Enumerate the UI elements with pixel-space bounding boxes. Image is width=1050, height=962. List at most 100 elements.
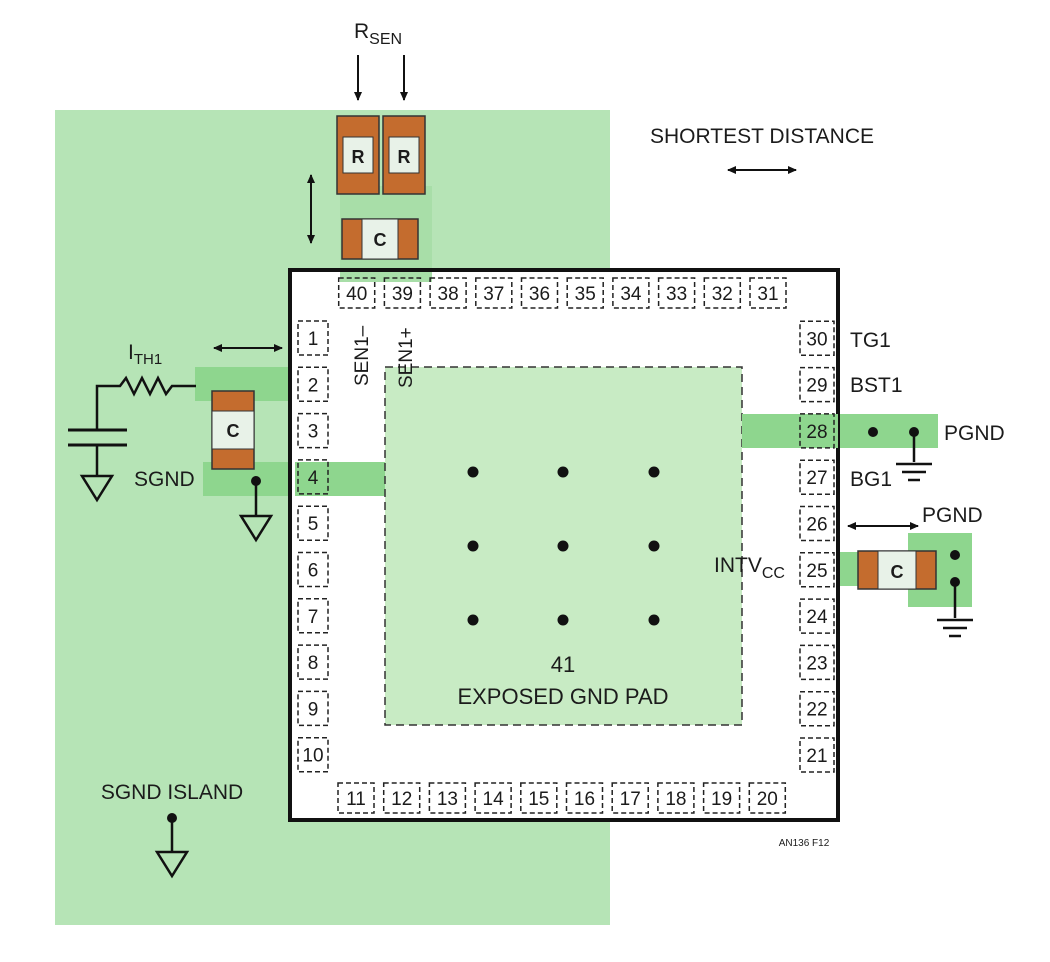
tg1-label: TG1: [850, 329, 891, 352]
pin-number: 40: [346, 284, 367, 305]
shortest-distance-label: SHORTEST DISTANCE: [650, 125, 874, 148]
intvcc-label: INTVCC: [714, 554, 785, 582]
resistor-label: R: [352, 147, 365, 167]
vias: [467, 466, 660, 626]
sgnd-label: SGND: [134, 468, 195, 491]
pin-number: 10: [302, 746, 323, 767]
pin-outline: [799, 552, 835, 588]
pin-outline: [429, 277, 467, 309]
pin: 34: [612, 277, 650, 309]
pin-number: 21: [806, 746, 827, 767]
pin: 35: [566, 277, 604, 309]
pin: 8: [297, 644, 329, 680]
pin-outline: [337, 782, 375, 814]
pin-outline: [428, 782, 467, 814]
pin: 40: [337, 277, 376, 309]
pin: 36: [520, 277, 559, 309]
pin-number: 23: [806, 653, 827, 674]
sen-minus-label: SEN1–: [352, 325, 373, 386]
pin: 10: [297, 736, 329, 773]
capacitor-label: C: [374, 230, 387, 250]
pin: 33: [657, 277, 696, 309]
pin: 7: [297, 598, 329, 634]
intvcc-capacitor: C: [857, 550, 937, 590]
pin-number: 18: [665, 789, 686, 810]
pin: 20: [748, 782, 787, 814]
via: [557, 614, 569, 626]
pin-number: 7: [308, 607, 319, 628]
pin-outline: [749, 277, 787, 309]
pin-number: 32: [712, 284, 733, 305]
pgnd-bottom-label: PGND: [922, 504, 983, 527]
ith-capacitor-symbol: [68, 428, 127, 476]
pin-outline: [799, 320, 835, 357]
pin-number: 11: [346, 789, 366, 810]
via: [467, 466, 479, 478]
sen-plus-label: SEN1+: [396, 327, 417, 388]
pin-outline: [565, 782, 604, 814]
pin-number: 8: [308, 653, 319, 674]
pin: 3: [297, 412, 329, 449]
pin: 26: [799, 505, 835, 542]
pin: 27: [799, 459, 835, 495]
pin-number: 35: [575, 284, 596, 305]
ground-icon: [79, 474, 115, 503]
pin: 5: [297, 505, 329, 541]
pin-number: 12: [391, 789, 412, 810]
pin-number: 27: [806, 468, 827, 489]
pin-number: 29: [806, 376, 827, 397]
ground-icon: [238, 514, 274, 543]
pin-outline: [657, 277, 696, 309]
pin-outline: [382, 782, 421, 814]
pin-number: 2: [308, 375, 319, 396]
pin-number: 16: [574, 789, 595, 810]
pin: 25: [799, 552, 835, 588]
pin-number: 31: [757, 284, 778, 305]
pin: 1: [297, 320, 329, 356]
sense-trace-inner: [340, 272, 432, 282]
pin: 13: [428, 782, 467, 814]
pin-number: 38: [438, 284, 459, 305]
via: [557, 466, 569, 478]
capacitor-label: C: [891, 562, 904, 582]
pin-number: 14: [483, 789, 505, 810]
pin-outline: [748, 782, 787, 814]
pgnd-top-label: PGND: [944, 422, 1005, 445]
pin-outline: [799, 690, 835, 727]
pin: 28: [799, 413, 835, 449]
pins-left: 1 2 3 4 5 6 7 8 9 10: [297, 320, 329, 773]
pin-outline: [475, 277, 513, 309]
pin-number: 30: [806, 329, 827, 350]
ground-icon: [154, 850, 190, 879]
pin-number: 6: [308, 561, 319, 582]
pin-outline: [799, 598, 835, 634]
capacitor-label: C: [227, 421, 240, 441]
pin: 11: [337, 782, 375, 814]
pin-number: 5: [308, 514, 319, 535]
pin: 39: [383, 277, 422, 309]
via: [648, 540, 660, 552]
pin-outline: [383, 277, 422, 309]
sgnd-island-label: SGND ISLAND: [101, 781, 243, 804]
ith-capacitor: C: [211, 390, 255, 470]
pin-outline: [611, 782, 649, 814]
trace-pin28-inner: [742, 414, 838, 448]
pin: 31: [749, 277, 787, 309]
pin-outline: [657, 782, 695, 814]
trace-pin4-pad: [295, 462, 385, 496]
pin-number: 19: [711, 789, 732, 810]
pin-outline: [703, 277, 742, 309]
pin: 15: [520, 782, 558, 814]
pin: 9: [297, 690, 329, 727]
pin: 18: [657, 782, 695, 814]
pin-number: 37: [483, 284, 504, 305]
pin-outline: [702, 782, 741, 814]
pin: 38: [429, 277, 467, 309]
pin: 30: [799, 320, 835, 357]
pin: 32: [703, 277, 742, 309]
pin-number: 4: [308, 468, 319, 489]
